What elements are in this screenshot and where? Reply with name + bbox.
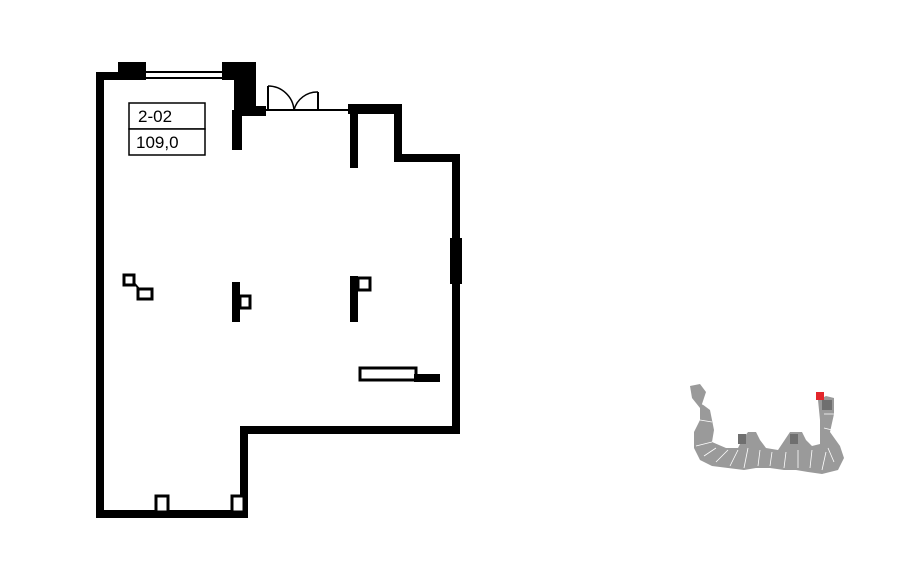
entry-door <box>266 85 350 111</box>
unit-number: 2-02 <box>138 107 172 126</box>
key-plan-core-b <box>790 434 798 444</box>
bottom-column-b <box>230 494 246 514</box>
duct-box <box>358 366 418 382</box>
key-plan <box>690 384 844 474</box>
key-plan-core-a <box>738 434 746 444</box>
lower-horizontal-wall <box>240 426 460 434</box>
right-wall <box>452 154 460 434</box>
column-right <box>350 276 358 322</box>
column-left-link <box>133 282 141 291</box>
entrance-pier-foot <box>234 106 266 116</box>
unit-label: 2-02 109,0 <box>128 102 206 156</box>
column-right-box <box>356 276 372 292</box>
upper-right-wall <box>396 154 460 162</box>
column-middle <box>232 282 240 322</box>
bottom-wall <box>96 510 248 518</box>
window-pier-left <box>118 62 146 80</box>
column-middle-box <box>238 294 252 310</box>
key-plan-unit-highlight <box>816 392 824 400</box>
exterior-walls <box>96 72 462 518</box>
duct-bar <box>414 374 440 382</box>
entrance-wall <box>232 62 266 150</box>
columns <box>122 273 440 514</box>
bottom-column-a <box>154 494 170 514</box>
left-wall <box>96 72 104 518</box>
entrance-pier <box>234 62 256 114</box>
entrance-wall-stub <box>232 110 242 150</box>
right-wall-thick <box>450 238 462 284</box>
bump-top-wall <box>348 104 402 114</box>
bump-left-wall <box>350 104 358 168</box>
key-plan-building <box>690 384 844 474</box>
key-plan-core-c <box>822 400 832 410</box>
unit-number-box <box>128 102 206 130</box>
lower-step-wall <box>240 426 248 518</box>
column-left-a <box>122 273 136 287</box>
unit-area: 109,0 <box>136 133 179 152</box>
unit-area-box <box>128 128 206 156</box>
door-swing-right <box>293 91 319 111</box>
top-left-wall <box>96 72 118 80</box>
key-plan-divisions <box>695 403 835 471</box>
upper-right-vertical <box>394 104 402 162</box>
column-left-b <box>136 287 154 301</box>
door-swing-left <box>267 85 295 111</box>
